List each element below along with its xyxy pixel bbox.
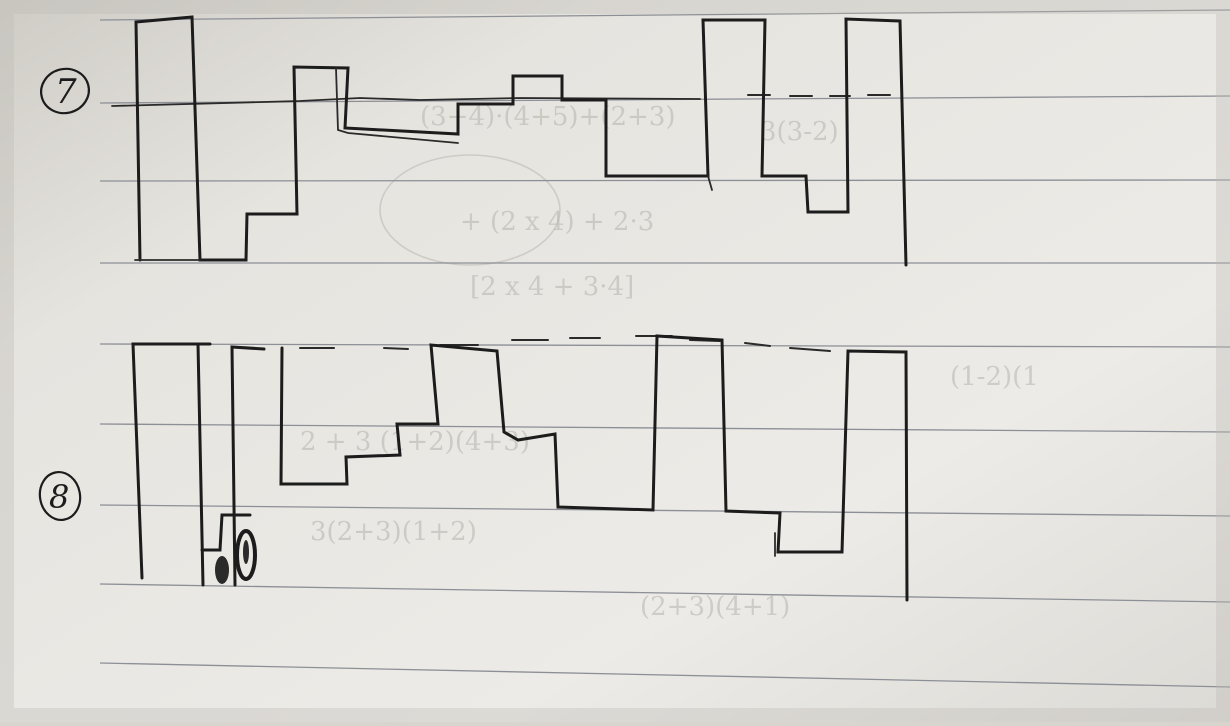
puzzle-8-left-pillars: [131, 342, 266, 587]
puzzle-8-label: 8: [38, 471, 82, 521]
show-through-writing: (3+4)·(4+5)+(2+3) 3(3-2) + (2 x 4) + 2·3…: [300, 102, 1039, 622]
puzzle-7-right-tick: [707, 175, 713, 191]
puzzle-8-ink-blobs: [215, 529, 257, 584]
svg-text:(2+3)(4+1): (2+3)(4+1): [640, 592, 790, 622]
puzzle-8: 8: [38, 334, 909, 602]
svg-text:[2 x 4 + 3·4]: [2 x 4 + 3·4]: [470, 272, 634, 302]
puzzle-7-guide-line: [111, 97, 701, 107]
svg-text:(1-2)(1: (1-2)(1: [950, 362, 1039, 392]
svg-text:(3+4)·(4+5)+(2+3): (3+4)·(4+5)+(2+3): [420, 102, 676, 132]
svg-text:3(3-2): 3(3-2): [760, 117, 839, 147]
puzzle-8-skyline: [279, 334, 909, 602]
svg-text:3(2+3)(1+2): 3(2+3)(1+2): [310, 517, 477, 547]
puzzle-7: 7: [40, 15, 908, 267]
svg-text:7: 7: [55, 72, 77, 112]
puzzle-7-guide-dashes: [747, 94, 891, 97]
puzzle-7-skyline: [134, 15, 908, 267]
puzzle-7-label: 7: [40, 67, 90, 115]
svg-text:8: 8: [49, 478, 69, 516]
puzzle-8-guide-dashes: [299, 335, 906, 353]
puzzle-7-inner-step: [335, 67, 459, 144]
puzzle-8-small-steps: [200, 513, 252, 552]
svg-text:2 + 3 (1+2)(4+3): 2 + 3 (1+2)(4+3): [300, 427, 530, 457]
